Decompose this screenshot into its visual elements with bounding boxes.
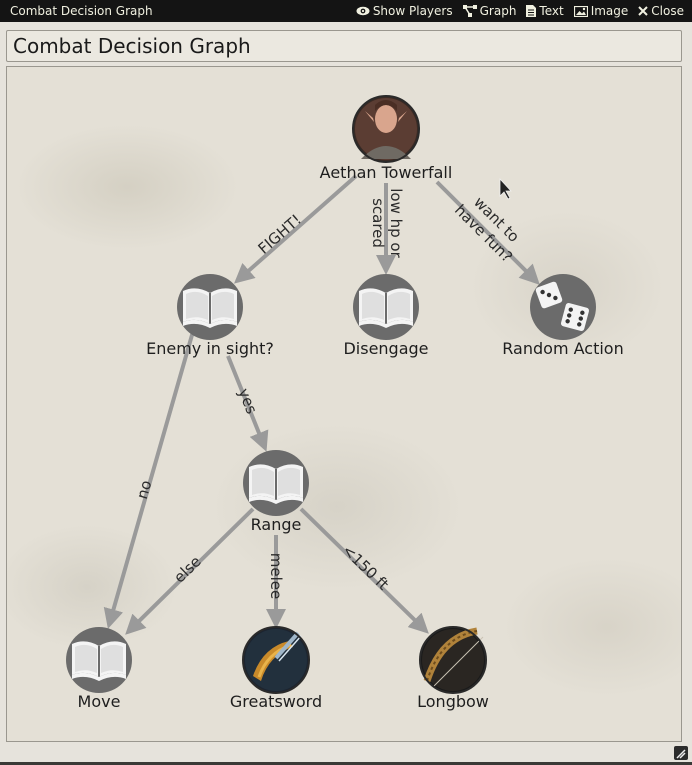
graph-icon bbox=[462, 5, 477, 17]
mouse-cursor-icon bbox=[499, 177, 512, 200]
node-aethan[interactable]: Aethan Towerfall bbox=[320, 95, 453, 182]
edge-label-far: <150 ft bbox=[339, 541, 392, 594]
close-button[interactable]: Close bbox=[638, 0, 684, 22]
image-button[interactable]: Image bbox=[573, 0, 629, 22]
graph-label: Graph bbox=[479, 4, 517, 18]
close-label: Close bbox=[651, 4, 684, 18]
resize-handle[interactable] bbox=[674, 746, 688, 760]
node-move[interactable]: Move bbox=[65, 626, 133, 711]
journal-heading-box: Combat Decision Graph bbox=[6, 30, 682, 62]
node-random-action[interactable]: Random Action bbox=[502, 274, 624, 358]
dice-icon bbox=[530, 274, 596, 340]
file-text-icon bbox=[526, 5, 537, 17]
node-label-greatsword: Greatsword bbox=[230, 692, 322, 711]
node-enemy-in-sight[interactable]: Enemy in sight? bbox=[146, 273, 274, 358]
window-titlebar[interactable]: Combat Decision Graph Show Players Graph… bbox=[0, 0, 692, 22]
graph-edges bbox=[103, 174, 540, 635]
edge-no bbox=[103, 327, 196, 629]
eye-icon bbox=[356, 6, 370, 16]
edge-label-low-hp-2: scared bbox=[369, 198, 387, 248]
show-players-button[interactable]: Show Players bbox=[356, 0, 453, 22]
node-label-enemy: Enemy in sight? bbox=[146, 339, 274, 358]
edge-far bbox=[299, 507, 429, 634]
graph-button[interactable]: Graph bbox=[462, 0, 517, 22]
text-button[interactable]: Text bbox=[526, 0, 564, 22]
text-label: Text bbox=[539, 4, 564, 18]
edge-label-low-hp-1: low hp or bbox=[387, 188, 405, 258]
node-range[interactable]: Range bbox=[242, 449, 310, 534]
edge-else bbox=[125, 507, 255, 635]
book-icon bbox=[242, 449, 310, 517]
character-portrait-icon bbox=[352, 95, 420, 163]
graph-canvas: FIGHT! low hp or scared want to have fun… bbox=[65, 95, 624, 711]
node-label-aethan: Aethan Towerfall bbox=[320, 163, 453, 182]
edge-label-else: else bbox=[170, 552, 204, 586]
node-label-disengage: Disengage bbox=[343, 339, 428, 358]
node-greatsword[interactable]: Greatsword bbox=[230, 626, 322, 711]
book-icon bbox=[65, 626, 133, 694]
greatsword-icon bbox=[242, 626, 310, 694]
book-icon bbox=[352, 273, 420, 341]
edge-fight bbox=[234, 174, 358, 284]
node-longbow[interactable]: Longbow bbox=[417, 626, 489, 711]
decision-graph[interactable]: FIGHT! low hp or scared want to have fun… bbox=[6, 66, 682, 742]
resize-icon bbox=[676, 749, 686, 759]
image-icon bbox=[573, 5, 588, 17]
node-label-random: Random Action bbox=[502, 339, 623, 358]
node-label-move: Move bbox=[78, 692, 121, 711]
close-icon bbox=[638, 6, 649, 16]
node-disengage[interactable]: Disengage bbox=[343, 273, 429, 358]
edge-label-fight: FIGHT! bbox=[255, 211, 305, 258]
journal-heading: Combat Decision Graph bbox=[13, 34, 251, 58]
longbow-icon bbox=[419, 626, 487, 694]
show-players-label: Show Players bbox=[372, 4, 453, 18]
window-title: Combat Decision Graph bbox=[10, 4, 153, 18]
edge-label-melee: melee bbox=[267, 553, 285, 599]
image-label: Image bbox=[590, 4, 629, 18]
node-label-longbow: Longbow bbox=[417, 692, 489, 711]
node-label-range: Range bbox=[251, 515, 302, 534]
edge-label-yes: yes bbox=[234, 386, 260, 417]
window-controls: Show Players Graph Text Image Close bbox=[356, 0, 684, 22]
edge-yes bbox=[226, 355, 269, 452]
edge-have-fun bbox=[435, 180, 540, 285]
book-icon bbox=[176, 273, 244, 341]
edge-label-no: no bbox=[133, 478, 155, 501]
